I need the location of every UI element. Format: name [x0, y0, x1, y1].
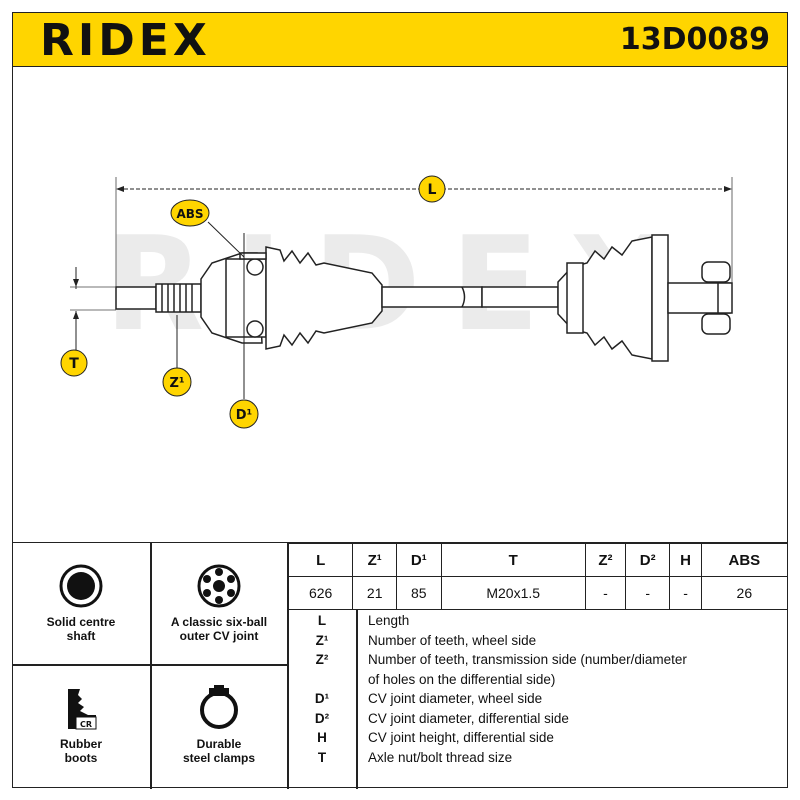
- svg-text:D¹: D¹: [236, 408, 253, 423]
- svg-text:Z¹: Z¹: [169, 376, 184, 391]
- shaft: [115, 234, 733, 362]
- drive-shaft-drawing: RIDEX: [60, 175, 733, 429]
- spec-header: H: [669, 543, 702, 577]
- feature-rubber-boots: CR Rubber boots: [12, 685, 150, 765]
- solid-shaft-icon: [59, 564, 103, 608]
- joint-diameter-wheel-callout: D¹: [229, 233, 259, 429]
- spec-header: T: [440, 543, 586, 577]
- spec-value: -: [669, 576, 702, 610]
- spec-header: L: [287, 543, 354, 577]
- spec-table: L Z¹ D¹ T Z² D² H ABS 626 21 85 M20x1.5 …: [287, 543, 789, 610]
- svg-text:ABS: ABS: [176, 207, 203, 221]
- thread-callout: T: [60, 267, 116, 377]
- page-frame: [12, 12, 788, 788]
- spec-section: Solid centre shaft A classic six-ball ou…: [12, 542, 789, 789]
- spec-value: 21: [352, 576, 398, 610]
- spec-value: -: [624, 576, 671, 610]
- teeth-wheel-callout: Z¹: [162, 315, 192, 397]
- feature-steel-clamps: Durable steel clamps: [150, 685, 288, 765]
- svg-text:CR: CR: [80, 720, 92, 729]
- legend-row: of holes on the differential side): [368, 671, 556, 687]
- brand-logo: RIDEX: [40, 15, 211, 66]
- feature-six-ball-joint: A classic six-ball outer CV joint: [150, 563, 288, 643]
- spec-value: 85: [396, 576, 442, 610]
- abs-callout: ABS: [170, 199, 245, 258]
- svg-text:T: T: [69, 356, 79, 372]
- svg-text:L: L: [428, 182, 437, 198]
- spec-value: -: [584, 576, 626, 610]
- spec-header-row: L Z¹ D¹ T Z² D² H ABS: [287, 543, 789, 577]
- spec-value: 626: [287, 576, 354, 610]
- steel-clamp-icon: [200, 685, 238, 729]
- spec-value: 26: [700, 576, 789, 610]
- length-callout: L: [418, 175, 446, 203]
- spec-value-row: 626 21 85 M20x1.5 - - - 26: [287, 576, 789, 610]
- spec-value: M20x1.5: [440, 576, 586, 610]
- rubber-boot-icon: CR: [68, 689, 97, 730]
- six-ball-joint-icon: [197, 564, 241, 608]
- part-number: 13D0089: [619, 22, 770, 57]
- header-bar: RIDEX 13D0089: [12, 12, 788, 67]
- feature-solid-shaft: Solid centre shaft: [12, 563, 150, 643]
- spec-header: D¹: [396, 543, 442, 577]
